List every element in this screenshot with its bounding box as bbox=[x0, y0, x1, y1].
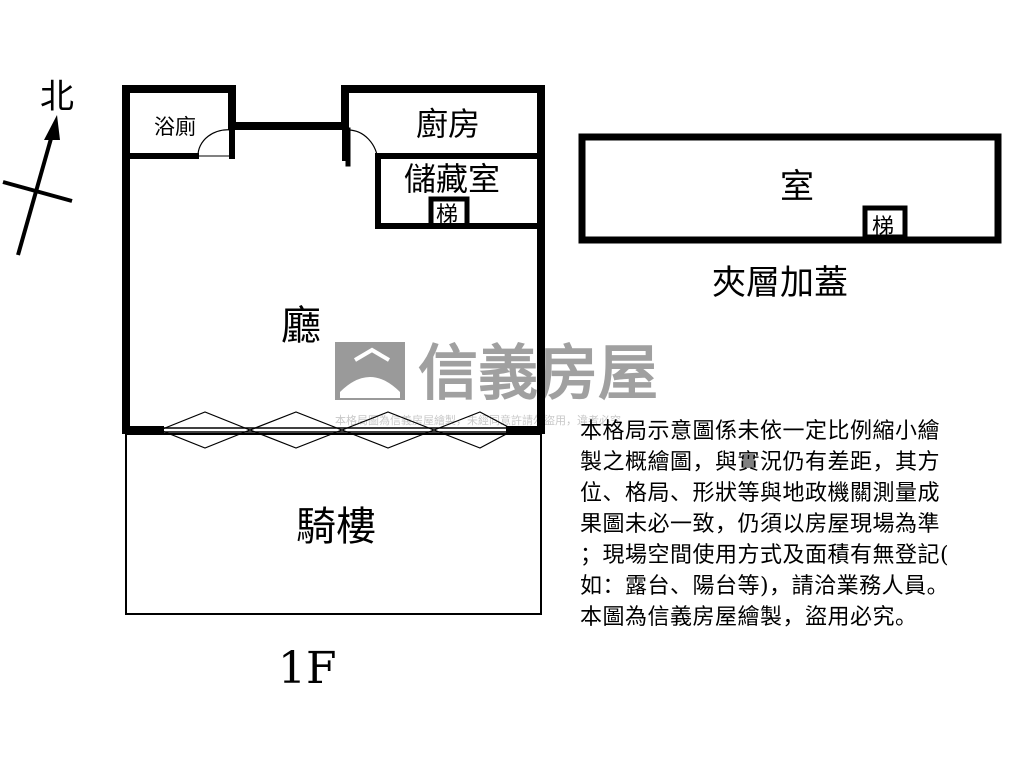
disclaimer-line: 本圖為信義房屋繪製，盜用必究。 bbox=[580, 605, 918, 630]
stairs-box-mezz bbox=[862, 205, 908, 240]
label-floor-1f: 1F bbox=[278, 643, 337, 694]
label-stairs-mezz: 梯 bbox=[872, 215, 894, 240]
mezzanine-plan bbox=[578, 133, 1002, 244]
disclaimer-line: 本格局示意圖係未依一定比例縮小繪 bbox=[580, 419, 941, 444]
disclaimer-line: 果圖未必一致，仍須以房屋現場為準 bbox=[580, 512, 941, 537]
floor-1f-plan bbox=[122, 85, 545, 615]
stairs-box-1f bbox=[428, 196, 470, 229]
bathroom-door-swing bbox=[197, 129, 233, 157]
disclaimer-line: ；現場空間使用方式及面積有無登記( bbox=[580, 543, 950, 568]
label-stairs-1f: 梯 bbox=[436, 203, 458, 228]
label-mezz-room: 室 bbox=[780, 167, 814, 207]
north-arrow: 北 bbox=[2, 77, 74, 256]
label-arcade: 騎樓 bbox=[296, 504, 376, 550]
disclaimer-line: 製之概繪圖，與實況仍有差距，其方 bbox=[580, 450, 941, 475]
north-label: 北 bbox=[40, 77, 74, 117]
watermark-subtext: 本格局圖為信義房屋繪製，未經同意許請勿盜用，違者必究 bbox=[335, 413, 621, 427]
disclaimer-line: 位、格局、形狀等與地政機關測量成 bbox=[580, 481, 941, 506]
label-kitchen: 廚房 bbox=[416, 105, 480, 143]
label-mezzanine-caption: 夾層加蓋 bbox=[712, 263, 848, 303]
disclaimer-note: 本格局示意圖係未依一定比例縮小繪 製之概繪圖，與實況仍有差距，其方 位、格局、形… bbox=[580, 416, 1010, 633]
mezzanine-outline bbox=[578, 133, 1002, 244]
kitchen-door-swing bbox=[347, 129, 379, 163]
north-arrow-crossbar bbox=[2, 180, 73, 203]
north-arrow-head bbox=[44, 115, 60, 140]
watermark-logo-mark bbox=[340, 377, 400, 398]
disclaimer-line: 如：露台、陽台等)，請洽業務人員。 bbox=[580, 574, 950, 599]
label-storage: 儲藏室 bbox=[404, 160, 500, 198]
arcade-outline bbox=[125, 433, 542, 615]
label-bathroom: 浴廁 bbox=[154, 115, 196, 139]
label-living-room: 廳 bbox=[281, 303, 321, 349]
